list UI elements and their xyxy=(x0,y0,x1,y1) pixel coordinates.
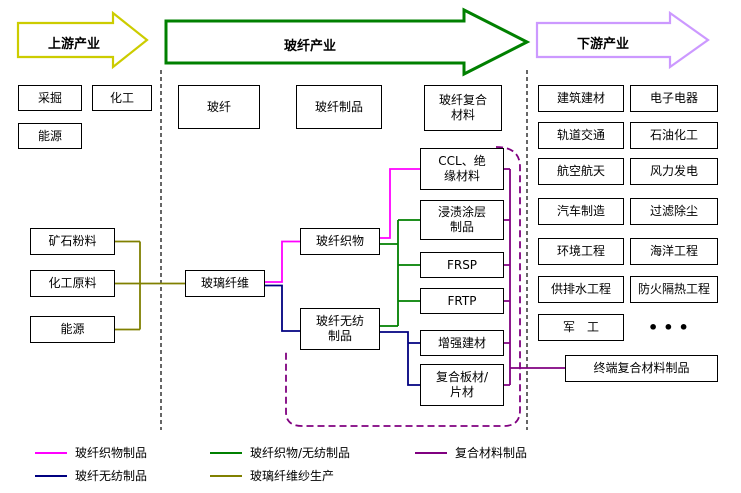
box-frsp: FRSP xyxy=(420,252,504,278)
box-glass-fiber: 玻璃纤维 xyxy=(185,270,265,297)
yarn-production-lines xyxy=(115,240,185,331)
box-fireproof-insulation: 防火隔热工程 xyxy=(630,276,718,303)
box-rail-transit: 轨道交通 xyxy=(538,122,624,149)
box-ccl-insulation: CCL、绝 缘材料 xyxy=(420,148,504,190)
legend-item-nonwoven: 玻纤无纺制品 xyxy=(35,467,147,484)
box-chemical-raw: 化工原料 xyxy=(30,270,115,297)
composite-line-icon xyxy=(415,451,447,454)
legend-label: 玻纤织物制品 xyxy=(75,446,148,460)
legend-item-fabric: 玻纤织物制品 xyxy=(35,444,147,461)
composite-region-dashed-border-icon xyxy=(285,146,521,427)
legend-label: 玻纤织物/无纺制品 xyxy=(250,446,351,460)
box-auto-manufacturing: 汽车制造 xyxy=(538,198,624,225)
box-aerospace: 航空航天 xyxy=(538,158,624,185)
box-military: 军 工 xyxy=(538,314,624,341)
box-fiber-composites-header: 玻纤复合 材料 xyxy=(424,85,502,131)
legend-label: 复合材料制品 xyxy=(455,446,528,460)
upstream-arrow-shape xyxy=(16,10,149,70)
fabric-product-lines xyxy=(265,168,420,283)
nonwoven-product-lines xyxy=(265,284,420,386)
box-mining: 采掘 xyxy=(18,85,82,111)
box-impregnated-coating: 浸渍涂层 制品 xyxy=(420,200,504,240)
fabric-line-icon xyxy=(35,451,67,454)
more-applications-ellipsis: ••• xyxy=(648,318,694,337)
box-composite-sheet: 复合板材/ 片材 xyxy=(420,364,504,406)
downstream-arrow-shape xyxy=(535,10,710,70)
fabric-nonwoven-line-icon xyxy=(210,451,242,454)
legend-item-composite: 复合材料制品 xyxy=(415,444,527,461)
box-ore-powder: 矿石粉料 xyxy=(30,228,115,255)
box-chemical: 化工 xyxy=(92,85,152,111)
box-energy: 能源 xyxy=(18,123,82,149)
legend-label: 玻纤无纺制品 xyxy=(75,469,148,483)
box-electronics: 电子电器 xyxy=(630,85,718,112)
downstream-arrow-title: 下游产业 xyxy=(576,37,629,52)
box-wind-power: 风力发电 xyxy=(630,158,718,185)
box-environmental: 环境工程 xyxy=(538,238,624,265)
box-nonwoven: 玻纤无纺 制品 xyxy=(300,308,380,350)
yarn-line-icon xyxy=(210,474,242,477)
nonwoven-line-icon xyxy=(35,474,67,477)
box-fiber-header: 玻纤 xyxy=(178,85,260,129)
box-frtp: FRTP xyxy=(420,288,504,314)
fabric-nonwoven-shared-lines xyxy=(380,219,420,327)
flow-arrows xyxy=(16,7,710,77)
composite-product-lines xyxy=(504,168,565,386)
box-fiber-products-header: 玻纤制品 xyxy=(296,85,382,129)
box-reinforced-building: 增强建材 xyxy=(420,330,504,356)
box-marine: 海洋工程 xyxy=(630,238,718,265)
midstream-arrow-shape xyxy=(164,7,531,77)
box-construction: 建筑建材 xyxy=(538,85,624,112)
legend-item-yarn: 玻璃纤维纱生产 xyxy=(210,467,334,484)
box-fabric: 玻纤织物 xyxy=(300,228,380,255)
box-terminal-composite: 终端复合材料制品 xyxy=(565,355,718,382)
legend-label: 玻璃纤维纱生产 xyxy=(250,469,335,483)
legend-item-both: 玻纤织物/无纺制品 xyxy=(210,444,350,461)
box-water-supply: 供排水工程 xyxy=(538,276,624,303)
upstream-arrow-title: 上游产业 xyxy=(47,37,100,52)
box-energy-input: 能源 xyxy=(30,316,115,343)
box-filtration: 过滤除尘 xyxy=(630,198,718,225)
midstream-arrow-title: 玻纤产业 xyxy=(283,39,336,54)
box-petrochemical: 石油化工 xyxy=(630,122,718,149)
